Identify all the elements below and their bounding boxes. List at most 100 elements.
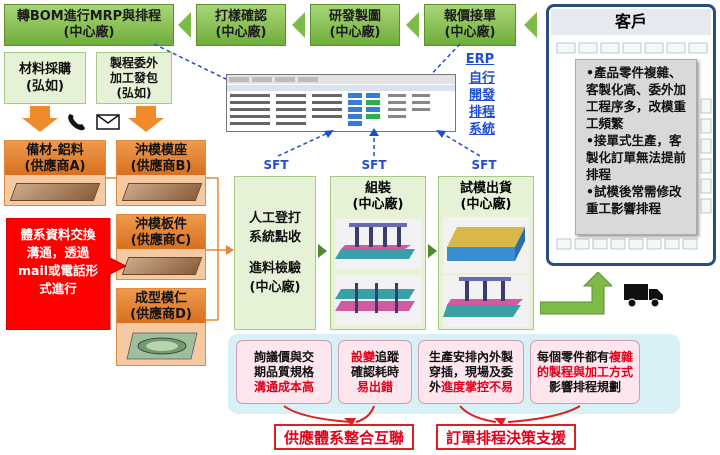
issue-card-progress: 生產安排內外製 穿插，現場及委 外進度掌控不易 bbox=[418, 340, 524, 404]
material-purchase-box: 材料採購 (弘如) bbox=[4, 52, 86, 104]
sample-confirm-line1: 打樣確認 bbox=[214, 9, 267, 24]
issue-change-line2: 確認耗時 bbox=[350, 364, 399, 379]
aluminum-plate-image bbox=[9, 183, 101, 201]
issue-change-rest: 追蹤 bbox=[375, 349, 400, 364]
sft-label-checkin: SFT bbox=[263, 158, 289, 172]
mail-icon bbox=[96, 114, 120, 130]
customer-issue-1: •產品零件複雜、客製化高、委外加工程序多，改模重工頻繁 bbox=[586, 65, 687, 131]
customer-issue-2: •接單式生產，客製化訂單無法提前排程 bbox=[586, 133, 687, 182]
erp-label: ERP bbox=[465, 52, 495, 67]
erp-system-line2: 開發 bbox=[468, 88, 495, 103]
assembly-model-image-2 bbox=[335, 275, 421, 325]
rd-drawing-line1: 研發製圖 bbox=[328, 9, 381, 24]
issue-progress-line3a: 外 bbox=[428, 379, 441, 394]
assembly-model-image-1 bbox=[335, 219, 421, 269]
red-callout-line1: 體系資料交換 bbox=[20, 227, 96, 242]
quote-order-box: 報價接單 (中心廠) bbox=[424, 4, 516, 46]
supplier-b-line2: (供應商B) bbox=[130, 159, 192, 174]
customer-panel: 客戶 •產品零件複雜、客製化高、委外加工程序多，改模重工頻繁 •接單式生產，客製… bbox=[546, 4, 716, 266]
checkin-line4: (中心廠) bbox=[249, 280, 301, 295]
bom-mrp-line2: (中心廠) bbox=[63, 25, 115, 40]
supplier-d-header: 成型模仁 (供應商D) bbox=[117, 289, 205, 323]
red-callout-line4: 式進行 bbox=[39, 281, 77, 296]
checkin-line3: 進料檢驗 bbox=[248, 261, 301, 276]
issue-cost-line2: 期品質規格 bbox=[253, 364, 314, 379]
flow-arrow-left-icon bbox=[178, 12, 191, 38]
orange-down-arrow-icon bbox=[128, 106, 164, 132]
supplier-c-line2: (供應商C) bbox=[130, 233, 192, 248]
customer-issues-card: •產品零件複雜、客製化高、委外加工程序多，改模重工頻繁 •接單式生產，客製化訂單… bbox=[575, 59, 697, 235]
sft-up-arrows bbox=[277, 128, 481, 157]
flow-arrow-left-icon bbox=[406, 12, 419, 38]
assembly-title: 組裝 (中心廠) bbox=[331, 181, 425, 213]
trial-shipping-line1: 試模出貨 bbox=[459, 181, 512, 196]
supplier-d-line2: (供應商D) bbox=[130, 307, 192, 322]
material-purchase-line2: (弘如) bbox=[26, 79, 64, 94]
issue-process-line1a: 每個零件都有 bbox=[536, 349, 609, 364]
material-purchase-line1: 材料採購 bbox=[18, 62, 71, 77]
orange-down-arrow-icon bbox=[22, 106, 58, 132]
sample-confirm-box: 打樣確認 (中心廠) bbox=[196, 4, 286, 46]
trial-model-image-2 bbox=[443, 275, 529, 327]
issues-to-outcomes-arrows bbox=[283, 405, 581, 426]
trial-model-image-1 bbox=[443, 217, 529, 273]
rd-drawing-line2: (中心廠) bbox=[329, 25, 381, 40]
checkin-line2: 系統點收 bbox=[248, 230, 301, 245]
rd-drawing-box: 研發製圖 (中心廠) bbox=[310, 4, 400, 46]
erp-scheduling-screenshot bbox=[226, 74, 456, 132]
issue-change-highlight: 易出錯 bbox=[356, 379, 393, 394]
customer-drawing-background bbox=[556, 42, 712, 250]
assembly-line2: (中心廠) bbox=[352, 197, 404, 212]
issue-progress-highlight: 進度掌控不易 bbox=[441, 379, 514, 394]
supplier-a-line2: (供應商A) bbox=[24, 159, 86, 174]
sft-label-trial: SFT bbox=[471, 158, 497, 172]
erp-system-line1: 自行 bbox=[468, 71, 495, 86]
phone-icon bbox=[68, 114, 85, 131]
checkin-line1: 人工登打 bbox=[248, 211, 301, 226]
supplier-b-box: 沖模模座 (供應商B) bbox=[116, 140, 206, 206]
assembly-box: 組裝 (中心廠) bbox=[330, 176, 426, 330]
supplier-a-header: 備材-鋁料 (供應商A) bbox=[5, 141, 105, 175]
issue-change-red-start: 設變 bbox=[350, 349, 375, 364]
supplier-a-line1: 備材-鋁料 bbox=[26, 143, 84, 158]
checkin-inspection-box: 人工登打 系統點收 進料檢驗 (中心廠) bbox=[234, 176, 316, 330]
outsource-line2: 加工發包 bbox=[109, 70, 158, 85]
red-callout-shape bbox=[6, 218, 126, 330]
supplier-c-line1: 沖模板件 bbox=[134, 217, 187, 232]
flow-arrow-right-icon bbox=[318, 244, 327, 258]
truck-icon bbox=[624, 284, 663, 308]
issue-process-line3: 影響排程規劃 bbox=[548, 379, 621, 394]
self-developed-scheduling-system[interactable]: 自行 開發 排程 系統 bbox=[462, 70, 502, 138]
flow-arrow-left-icon bbox=[524, 12, 537, 38]
customer-title: 客戶 bbox=[551, 9, 711, 35]
erp-system-line3: 排程 bbox=[468, 105, 495, 120]
sample-confirm-line2: (中心廠) bbox=[215, 25, 267, 40]
outsource-line1: 製程委外 bbox=[109, 55, 158, 70]
order-scheduling-support-box: 訂單排程決策支援 bbox=[436, 424, 576, 450]
issue-process-red1: 複雜 bbox=[609, 349, 634, 364]
supplier-d-line1: 成型模仁 bbox=[134, 291, 187, 306]
outsource-box: 製程委外 加工發包 (弘如) bbox=[96, 52, 172, 104]
supplier-connector-lines bbox=[106, 177, 234, 321]
issue-progress-line1: 生產安排內外製 bbox=[428, 349, 513, 364]
assembly-line1: 組裝 bbox=[364, 181, 391, 196]
sft-label-assembly: SFT bbox=[361, 158, 387, 172]
supply-chain-integration-box: 供應體系整合互聯 bbox=[274, 424, 414, 450]
trial-shipping-line2: (中心廠) bbox=[460, 197, 512, 212]
delivery-arrow-icon bbox=[540, 272, 612, 315]
quote-order-line2: (中心廠) bbox=[444, 25, 496, 40]
quote-order-line1: 報價接單 bbox=[443, 9, 496, 24]
trial-shipping-title: 試模出貨 (中心廠) bbox=[439, 181, 533, 213]
supplier-b-header: 沖模模座 (供應商B) bbox=[117, 141, 205, 175]
issue-cost-highlight: 溝通成本高 bbox=[253, 379, 314, 394]
flow-arrow-left-icon bbox=[292, 12, 305, 38]
issue-cost-line1: 詢議價與交 bbox=[253, 349, 314, 364]
supplier-c-header: 沖模板件 (供應商C) bbox=[117, 215, 205, 249]
issue-card-change: 設變追蹤 確認耗時 易出錯 bbox=[338, 340, 412, 404]
supplier-d-box: 成型模仁 (供應商D) bbox=[116, 288, 206, 366]
trial-shipping-box: 試模出貨 (中心廠) bbox=[438, 176, 534, 330]
issue-progress-line2: 穿插，現場及委 bbox=[428, 364, 513, 379]
supplier-a-box: 備材-鋁料 (供應商A) bbox=[4, 140, 106, 206]
bom-mrp-line1: 轉BOM進行MRP與排程 bbox=[16, 9, 162, 24]
flow-arrow-right-icon bbox=[428, 244, 437, 258]
